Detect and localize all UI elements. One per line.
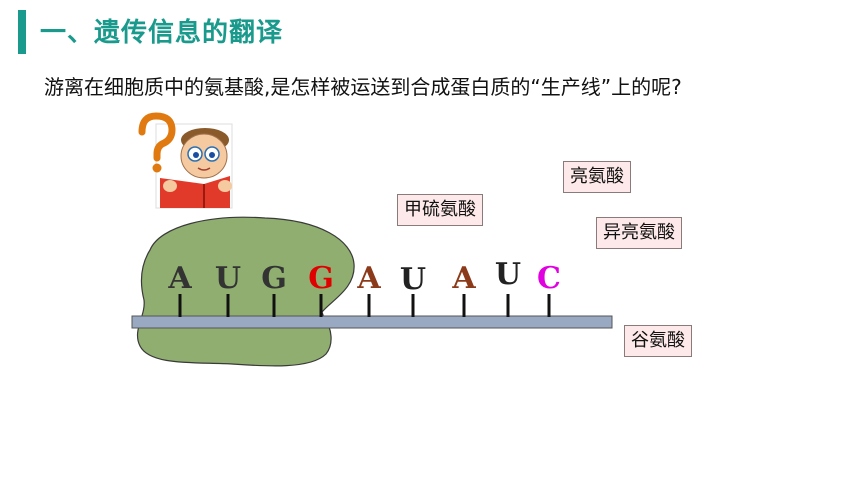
amino-acid-tag-glutamate: 谷氨酸 xyxy=(624,325,692,357)
mrna-base-g: G xyxy=(261,261,287,296)
amino-acid-tag-isoleucine: 异亮氨酸 xyxy=(596,217,682,249)
mrna-strand xyxy=(131,315,613,329)
title-accent-bar xyxy=(18,10,26,54)
mrna-base-u: U xyxy=(400,262,426,297)
thinking-boy-icon xyxy=(138,112,233,209)
mrna-base-u: U xyxy=(215,261,241,296)
question-text: 游离在细胞质中的氨基酸,是怎样被运送到合成蛋白质的“生产线”上的呢? xyxy=(44,75,682,99)
question-mark-icon xyxy=(138,112,176,173)
mrna-base-a: A xyxy=(451,261,476,296)
mrna-base-a: A xyxy=(167,261,192,296)
page-title: 一、遗传信息的翻译 xyxy=(40,18,284,48)
amino-acid-tag-leucine: 亮氨酸 xyxy=(563,161,631,193)
mrna-base-c: C xyxy=(537,261,561,296)
mrna-base-a: A xyxy=(356,261,381,296)
amino-acid-tag-methionine: 甲硫氨酸 xyxy=(397,194,483,226)
mrna-base-g: G xyxy=(308,261,334,296)
mrna-base-u: U xyxy=(495,257,521,292)
